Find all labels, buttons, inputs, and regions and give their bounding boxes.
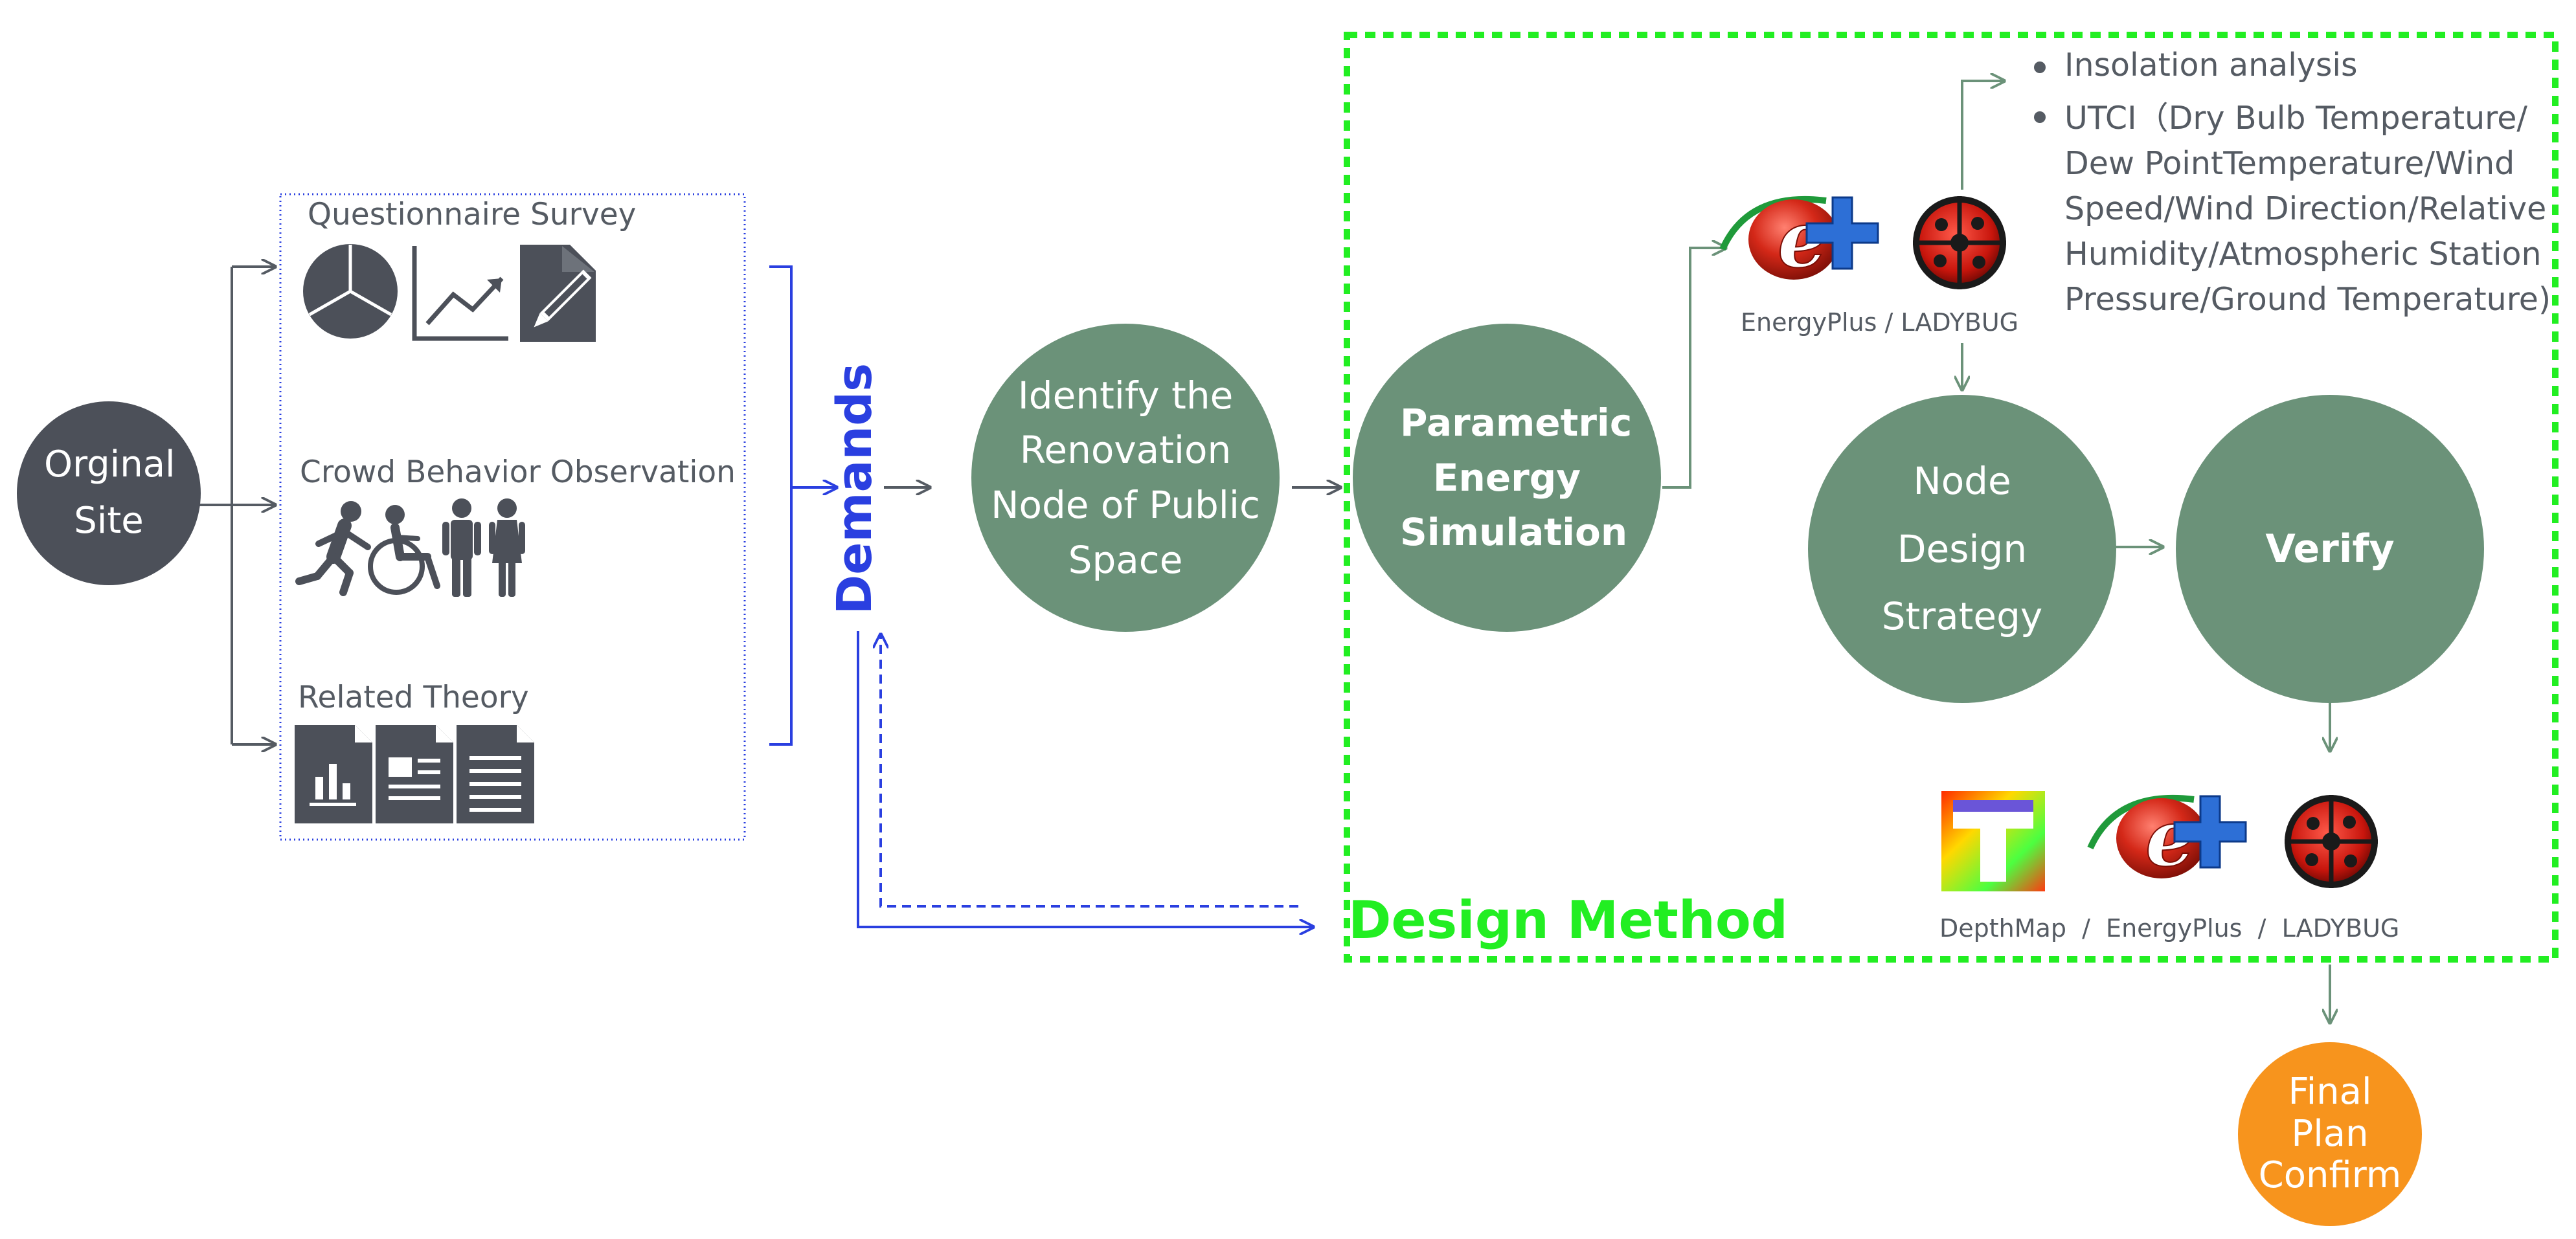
bar-chart-document-icon bbox=[295, 725, 372, 823]
man-icon bbox=[442, 498, 481, 597]
simulation-node-label: Parametric Energy Simulation bbox=[1400, 400, 1633, 555]
svg-text:e: e bbox=[2145, 793, 2195, 884]
document-edit-icon bbox=[520, 245, 596, 342]
line-chart-icon bbox=[412, 246, 508, 341]
energyplus-logo-bottom: e bbox=[2087, 792, 2247, 885]
survey-label: Questionnaire Survey bbox=[308, 197, 637, 232]
analysis-item-2: UTCI（Dry Bulb Temperature/ Dew PointTemp… bbox=[2064, 96, 2551, 322]
demands-bracket bbox=[769, 265, 837, 746]
article-document-icon bbox=[376, 725, 453, 823]
analysis-line: Humidity/Atmospheric Station bbox=[2064, 236, 2542, 273]
origin-node bbox=[17, 401, 201, 585]
demands-label: Demands bbox=[827, 363, 883, 615]
theory-label: Related Theory bbox=[298, 680, 529, 715]
identify-node bbox=[971, 324, 1280, 632]
feedback-loop-arrows bbox=[857, 631, 1313, 927]
simulation-node bbox=[1353, 324, 1661, 632]
energyplus-logo: e bbox=[1719, 194, 1879, 286]
woman-icon bbox=[489, 498, 525, 597]
observation-label: Crowd Behavior Observation bbox=[300, 454, 736, 490]
analysis-line: UTCI（Dry Bulb Temperature/ bbox=[2064, 100, 2527, 137]
bullet-icon bbox=[2034, 61, 2046, 73]
origin-label: Orginal Site bbox=[44, 443, 175, 542]
design-method-label: Design Method bbox=[1348, 890, 1789, 950]
analysis-item-1: Insolation analysis bbox=[2064, 47, 2358, 84]
strategy-node-label: Node Design Strategy bbox=[1881, 459, 2043, 639]
origin-branch-arrows bbox=[194, 267, 275, 744]
inputs-frame bbox=[279, 193, 746, 841]
tools-bottom-caption: DepthMap / EnergyPlus / LADYBUG bbox=[1939, 914, 2400, 943]
green-flow-arrows bbox=[1662, 81, 2330, 1023]
bullet-icon bbox=[2034, 111, 2046, 123]
ladybug-logo-bottom bbox=[2278, 788, 2384, 895]
tools-top-caption: EnergyPlus / LADYBUG bbox=[1741, 308, 2019, 337]
text-document-icon bbox=[457, 725, 534, 823]
verify-node bbox=[2176, 395, 2484, 703]
verify-node-label: Verify bbox=[2265, 526, 2395, 572]
wheelchair-icon bbox=[368, 505, 440, 595]
ladybug-logo bbox=[1906, 190, 2013, 296]
analysis-line: Speed/Wind Direction/Relative bbox=[2064, 190, 2547, 227]
depthmap-logo bbox=[1941, 791, 2045, 891]
final-node-label: Final Plan Confirm bbox=[2258, 1071, 2402, 1197]
design-method-frame bbox=[1344, 32, 2559, 963]
origin-node-label: Orginal Site bbox=[19, 403, 198, 584]
analysis-line: Dew PointTemperature/Wind bbox=[2064, 145, 2515, 182]
analysis-line: Pressure/Ground Temperature) bbox=[2064, 281, 2551, 318]
running-person-icon bbox=[295, 501, 371, 596]
identify-node-label: Identify the Renovation Node of Public S… bbox=[991, 373, 1260, 582]
strategy-node bbox=[1808, 395, 2116, 703]
pie-chart-icon bbox=[303, 244, 398, 339]
final-node bbox=[2238, 1042, 2422, 1226]
